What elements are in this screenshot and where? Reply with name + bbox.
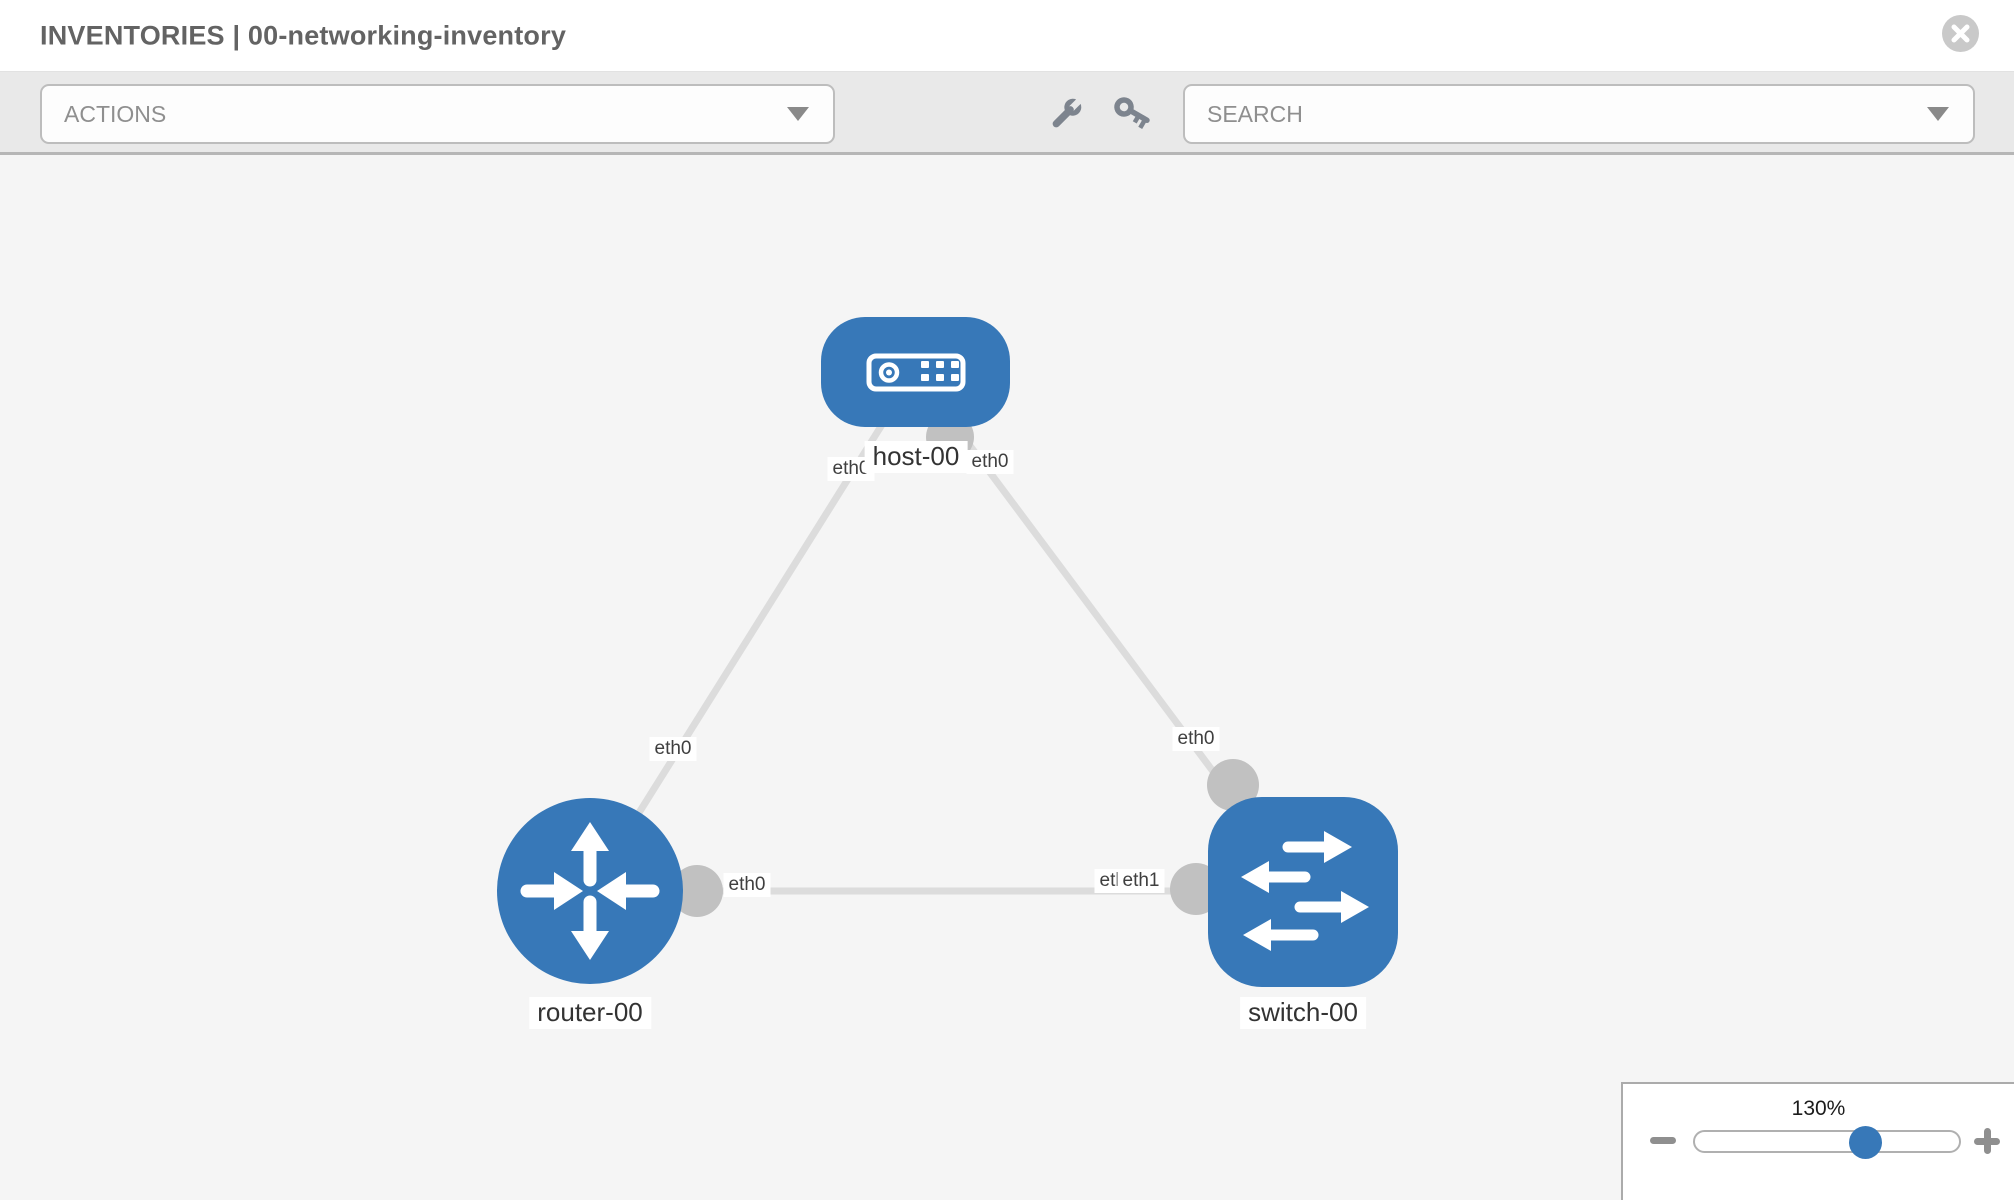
zoom-in-button[interactable]	[1974, 1128, 2000, 1154]
node-router-00[interactable]	[497, 798, 683, 984]
zoom-slider-handle[interactable]	[1849, 1126, 1882, 1159]
search-dropdown[interactable]: SEARCH	[1183, 84, 1975, 144]
page-title: INVENTORIES | 00-networking-inventory	[40, 20, 567, 50]
close-button[interactable]	[1942, 15, 1979, 52]
interface-label: eth1	[1117, 869, 1165, 893]
router-icon	[520, 822, 660, 960]
node-switch-00[interactable]	[1208, 797, 1398, 987]
search-dropdown-label: SEARCH	[1207, 100, 1303, 127]
interface-label: eth0	[723, 873, 771, 897]
node-label-host: host-00	[864, 441, 968, 473]
plus-icon	[1984, 1128, 1991, 1154]
interface-label: eth0	[649, 737, 697, 761]
port-router-eth0	[671, 865, 723, 917]
zoom-out-button[interactable]	[1650, 1137, 1676, 1144]
actions-dropdown-label: ACTIONS	[64, 100, 167, 127]
toolbar: ACTIONS SEARCH	[0, 72, 2014, 155]
switch-icon	[1241, 831, 1369, 951]
key-icon[interactable]	[1113, 94, 1153, 134]
interface-label: eth0	[966, 450, 1014, 474]
node-label-switch: switch-00	[1240, 997, 1366, 1029]
port-switch-eth0	[1207, 759, 1259, 811]
header: INVENTORIES | 00-networking-inventory	[0, 0, 2014, 72]
zoom-slider-track[interactable]	[1693, 1130, 1961, 1153]
interface-label: eth0	[827, 457, 875, 481]
chevron-down-icon	[1927, 107, 1949, 121]
chevron-down-icon	[787, 107, 809, 121]
actions-dropdown[interactable]: ACTIONS	[40, 84, 835, 144]
close-icon	[1951, 24, 1970, 43]
node-label-router: router-00	[529, 997, 651, 1029]
node-host-00[interactable]	[821, 317, 1010, 427]
topology-svg	[497, 317, 1398, 987]
interface-label: eth0	[1172, 727, 1220, 751]
wrench-icon[interactable]	[1045, 94, 1085, 134]
topology-canvas[interactable]: eth0 eth0 eth0 eth0 eth0 eth0 eth1 host-…	[0, 155, 2014, 1200]
zoom-panel: 130%	[1621, 1082, 2014, 1200]
host-icon	[866, 353, 966, 392]
zoom-level: 130%	[1791, 1097, 1846, 1120]
